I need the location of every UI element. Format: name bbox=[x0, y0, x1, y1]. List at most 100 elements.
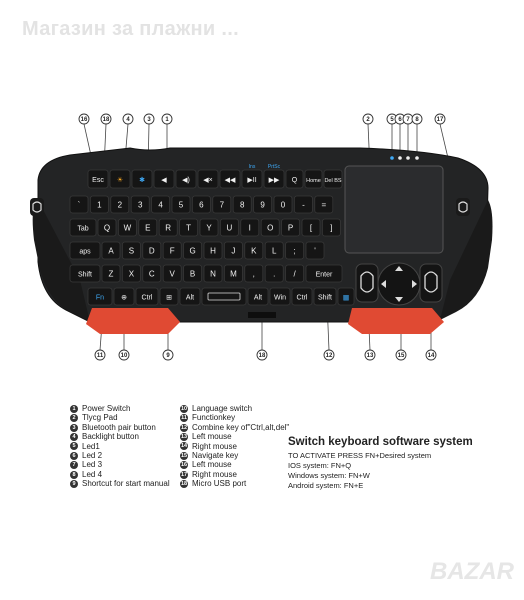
svg-text:Win: Win bbox=[274, 295, 286, 302]
svg-text:10: 10 bbox=[121, 353, 128, 359]
legend-text: Language switch bbox=[192, 404, 253, 413]
key-;[interactable]: ; bbox=[285, 241, 304, 260]
key-bottom-5[interactable] bbox=[201, 287, 247, 306]
key-fn-row-9[interactable]: Q bbox=[285, 169, 304, 189]
legend-number: 16 bbox=[180, 461, 188, 470]
key-K[interactable]: K bbox=[244, 241, 264, 260]
key-O[interactable]: O bbox=[260, 218, 280, 237]
key-U[interactable]: U bbox=[220, 218, 239, 237]
svg-text:16: 16 bbox=[81, 117, 88, 123]
key-num-6[interactable]: 6 bbox=[192, 195, 211, 214]
key-S[interactable]: S bbox=[122, 241, 141, 260]
touchpad bbox=[344, 165, 444, 254]
key-r4-7[interactable]: , bbox=[244, 264, 264, 283]
key-L[interactable]: L bbox=[264, 241, 284, 260]
key-fn-row-10[interactable]: Home bbox=[304, 169, 323, 189]
svg-text:I: I bbox=[249, 224, 251, 233]
key-W[interactable]: W bbox=[118, 218, 137, 237]
key-r4-9[interactable]: / bbox=[285, 264, 304, 283]
system-line-android: Android system: FN+E bbox=[288, 481, 364, 490]
key-fn-row-2[interactable]: ✱ bbox=[131, 169, 153, 189]
svg-text:S: S bbox=[129, 247, 134, 256]
key-num-0[interactable]: ` bbox=[69, 195, 89, 214]
key-caps[interactable]: aps bbox=[69, 241, 101, 260]
key-D[interactable]: D bbox=[142, 241, 162, 260]
key-fn-row-1[interactable]: ☀ bbox=[109, 169, 131, 189]
key-fn-row-8[interactable]: ▶▶ bbox=[263, 169, 285, 189]
key-fn-row-0[interactable]: Esc bbox=[87, 169, 109, 189]
svg-text:.: . bbox=[273, 270, 275, 279]
key-num-3[interactable]: 3 bbox=[130, 195, 150, 214]
key-bottom-6[interactable]: Alt bbox=[247, 287, 269, 306]
legend-text: Power Switch bbox=[82, 404, 131, 413]
svg-text:Shift: Shift bbox=[78, 272, 92, 279]
key-num-8[interactable]: 8 bbox=[232, 195, 252, 214]
key-num-7[interactable]: 7 bbox=[212, 195, 232, 214]
key-E[interactable]: E bbox=[138, 218, 158, 237]
key-r4-5[interactable]: N bbox=[203, 264, 223, 283]
legend-text: Left mouse bbox=[192, 432, 232, 442]
key-H[interactable]: H bbox=[203, 241, 223, 260]
key-P[interactable]: P bbox=[281, 218, 300, 237]
svg-text:Alt: Alt bbox=[254, 295, 262, 302]
key-num-2[interactable]: 2 bbox=[110, 195, 130, 214]
key-bottom-3[interactable]: ⊞ bbox=[159, 287, 179, 306]
key-r4-2[interactable]: C bbox=[142, 264, 162, 283]
svg-text:17: 17 bbox=[437, 117, 444, 123]
key-'[interactable]: ' bbox=[305, 241, 325, 260]
key-r4-1[interactable]: X bbox=[122, 264, 141, 283]
key-num-4[interactable]: 4 bbox=[151, 195, 170, 214]
key-bottom-4[interactable]: Alt bbox=[179, 287, 201, 306]
callout-8: 8 bbox=[411, 113, 423, 125]
key-num-12[interactable]: = bbox=[314, 195, 334, 214]
key-fn-row-6[interactable]: ◀◀ bbox=[219, 169, 241, 189]
key-bottom-1[interactable]: ⊕ bbox=[113, 287, 135, 306]
key-bottom-10[interactable]: ▦ bbox=[337, 287, 355, 306]
key-enter[interactable]: Enter bbox=[305, 264, 343, 283]
key-tab[interactable]: Tab bbox=[69, 218, 97, 237]
key-fn-row-11[interactable]: Del BS bbox=[323, 169, 343, 189]
key-R[interactable]: R bbox=[158, 218, 178, 237]
key-bottom-7[interactable]: Win bbox=[269, 287, 291, 306]
key-][interactable]: ] bbox=[322, 218, 341, 237]
key-bottom-2[interactable]: Ctrl bbox=[135, 287, 159, 306]
key-r4-4[interactable]: B bbox=[183, 264, 202, 283]
key-Y[interactable]: Y bbox=[199, 218, 219, 237]
svg-text:6: 6 bbox=[199, 201, 204, 210]
key-shift-left[interactable]: Shift bbox=[69, 264, 101, 283]
key-fn-row-5[interactable]: ◀× bbox=[197, 169, 219, 189]
key-r4-6[interactable]: M bbox=[224, 264, 243, 283]
svg-text:Home: Home bbox=[306, 178, 321, 184]
key-bottom-0[interactable]: Fn bbox=[87, 287, 113, 306]
key-bottom-8[interactable]: Ctrl bbox=[291, 287, 313, 306]
key-F[interactable]: F bbox=[162, 241, 182, 260]
key-bottom-9[interactable]: Shift bbox=[313, 287, 337, 306]
key-num-1[interactable]: 1 bbox=[90, 195, 109, 214]
key-r4-3[interactable]: V bbox=[162, 264, 182, 283]
key-r4-8[interactable]: . bbox=[264, 264, 284, 283]
key-num-10[interactable]: 0 bbox=[273, 195, 293, 214]
key-fn-row-3[interactable]: ◀ bbox=[153, 169, 175, 189]
led-1 bbox=[390, 156, 394, 160]
key-num-11[interactable]: - bbox=[294, 195, 313, 214]
key-T[interactable]: T bbox=[179, 218, 198, 237]
key-r4-0[interactable]: Z bbox=[101, 264, 121, 283]
key-I[interactable]: I bbox=[240, 218, 260, 237]
key-num-5[interactable]: 5 bbox=[171, 195, 191, 214]
key-Q[interactable]: Q bbox=[97, 218, 117, 237]
svg-text:;: ; bbox=[293, 247, 295, 256]
key-num-9[interactable]: 9 bbox=[253, 195, 272, 214]
key-A[interactable]: A bbox=[101, 241, 121, 260]
key-G[interactable]: G bbox=[183, 241, 202, 260]
system-title: Switch keyboard software system bbox=[288, 436, 473, 448]
legend-text: Led 2 bbox=[82, 451, 103, 461]
key-[[interactable]: [ bbox=[301, 218, 321, 237]
svg-text:◀◀: ◀◀ bbox=[225, 177, 236, 184]
key-fn-row-4[interactable]: ◀) bbox=[175, 169, 197, 189]
svg-text:◀×: ◀× bbox=[203, 177, 212, 184]
left-grip bbox=[32, 200, 90, 322]
svg-text:': ' bbox=[314, 247, 316, 256]
key-J[interactable]: J bbox=[224, 241, 243, 260]
key-fn-row-7[interactable]: ▶II bbox=[241, 169, 263, 189]
